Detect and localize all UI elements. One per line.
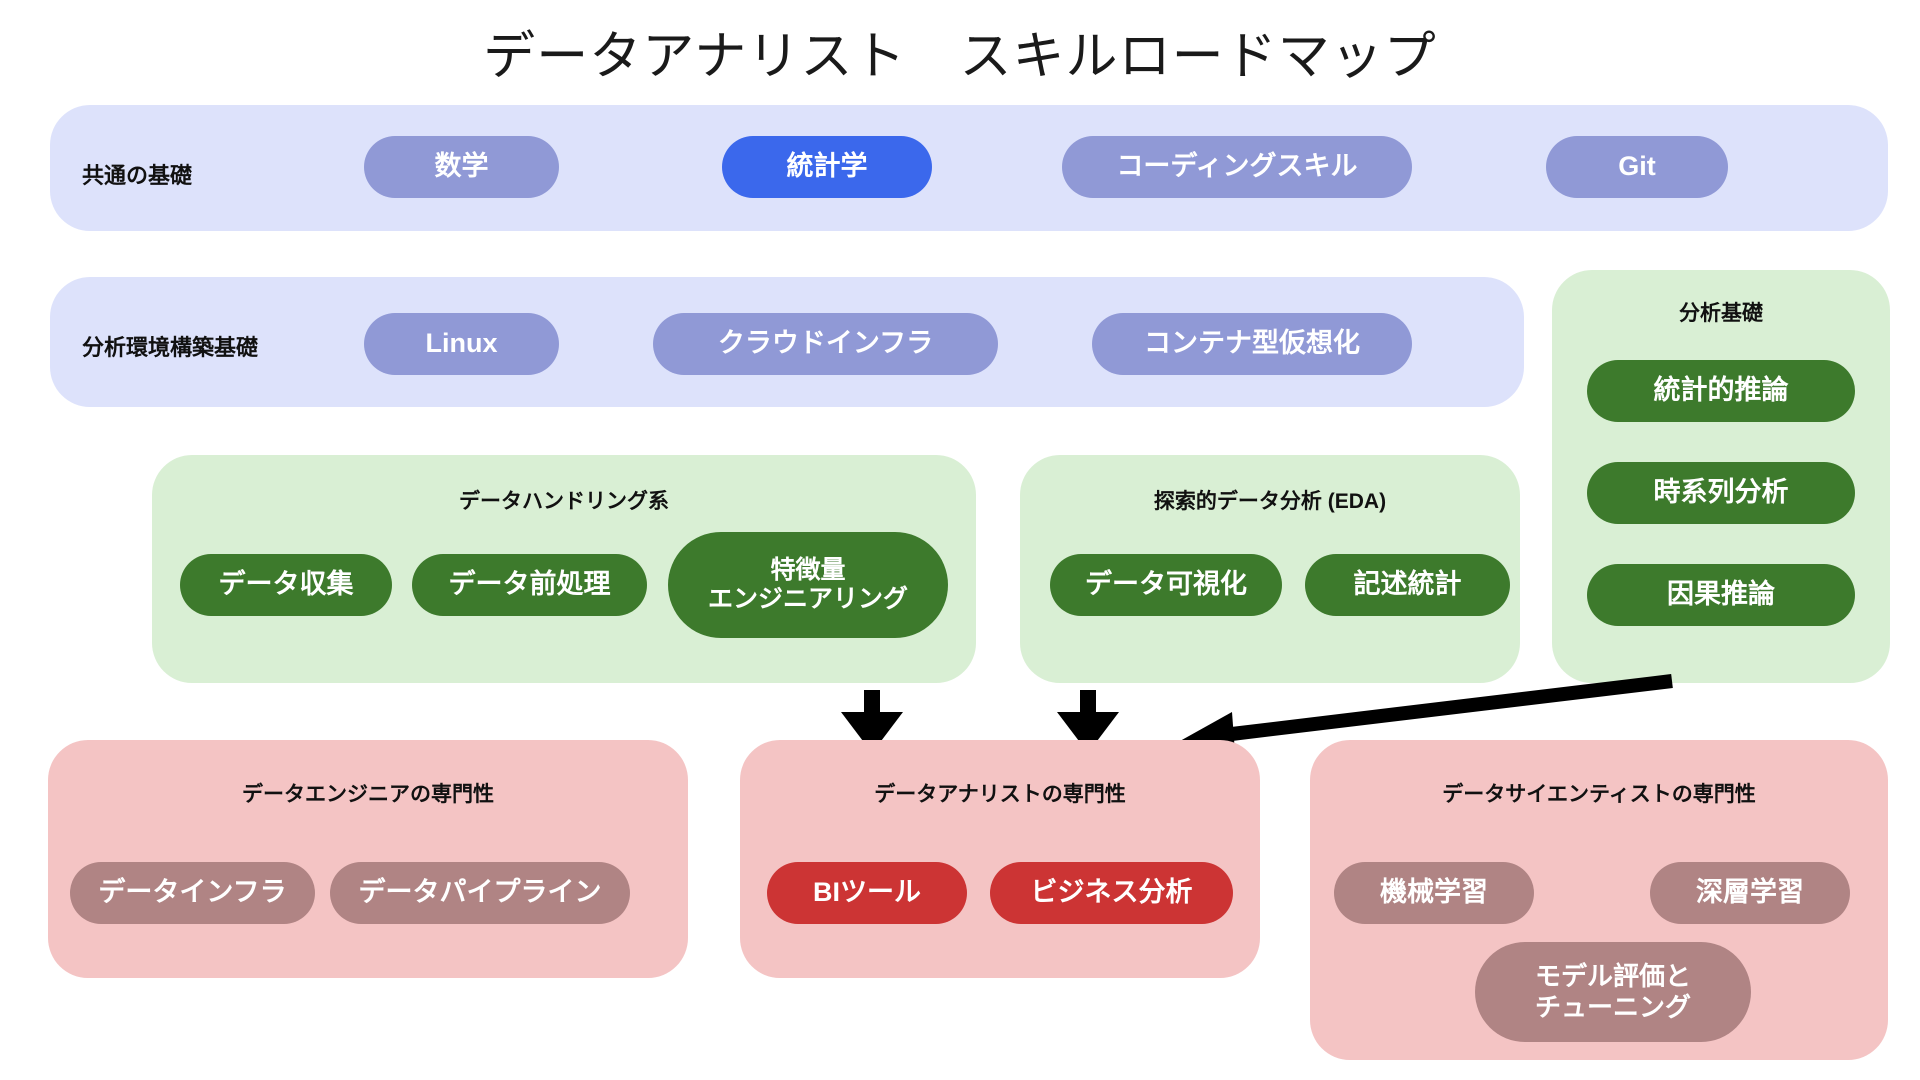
pill-business-analysis[interactable]: ビジネス分析: [990, 862, 1233, 924]
group-data-analyst-title: データアナリストの専門性: [874, 783, 1126, 806]
pill-data-pipeline[interactable]: データパイプライン: [330, 862, 630, 924]
group-analysis-basics: 分析基礎 統計的推論 時系列分析 因果推論: [1552, 270, 1890, 683]
pill-data-collection[interactable]: データ収集: [180, 554, 392, 616]
page-title: データアナリスト スキルロードマップ: [483, 28, 1437, 86]
group-data-handling: データハンドリング系 データ収集 データ前処理 特徴量 エンジニアリング: [152, 455, 976, 683]
pill-deep-learning[interactable]: 深層学習: [1650, 862, 1850, 924]
pill-container-virtualization[interactable]: コンテナ型仮想化: [1092, 313, 1412, 375]
pill-descriptive-statistics[interactable]: 記述統計: [1305, 554, 1510, 616]
pill-coding-skill[interactable]: コーディングスキル: [1062, 136, 1412, 198]
band-common-foundation-label: 共通の基礎: [82, 163, 193, 188]
band-environment-foundation-label: 分析環境構築基礎: [82, 335, 259, 360]
group-data-scientist-title: データサイエンティストの専門性: [1442, 783, 1756, 806]
group-analysis-basics-title: 分析基礎: [1679, 302, 1763, 325]
pill-machine-learning[interactable]: 機械学習: [1334, 862, 1534, 924]
pill-data-visualization[interactable]: データ可視化: [1050, 554, 1282, 616]
pill-data-infrastructure[interactable]: データインフラ: [70, 862, 315, 924]
group-data-handling-title: データハンドリング系: [459, 490, 669, 513]
pill-time-series-analysis[interactable]: 時系列分析: [1587, 462, 1855, 524]
group-data-engineer-title: データエンジニアの専門性: [242, 783, 494, 806]
pill-data-preprocessing[interactable]: データ前処理: [412, 554, 647, 616]
pill-causal-inference[interactable]: 因果推論: [1587, 564, 1855, 626]
group-data-engineer: データエンジニアの専門性 データインフラ データパイプライン: [48, 740, 688, 978]
group-eda-title: 探索的データ分析 (EDA): [1153, 490, 1387, 513]
pill-model-evaluation-tuning[interactable]: モデル評価と チューニング: [1475, 942, 1751, 1042]
pill-feature-engineering[interactable]: 特徴量 エンジニアリング: [668, 532, 948, 638]
pill-bi-tool[interactable]: BIツール: [767, 862, 967, 924]
pill-math[interactable]: 数学: [364, 136, 559, 198]
group-data-analyst: データアナリストの専門性 BIツール ビジネス分析: [740, 740, 1260, 978]
pill-linux[interactable]: Linux: [364, 313, 559, 375]
pill-statistics[interactable]: 統計学: [722, 136, 932, 198]
group-data-scientist: データサイエンティストの専門性 機械学習 深層学習 モデル評価と チューニング: [1310, 740, 1888, 1060]
pill-cloud-infra[interactable]: クラウドインフラ: [653, 313, 998, 375]
pill-git[interactable]: Git: [1546, 136, 1728, 198]
group-eda: 探索的データ分析 (EDA) データ可視化 記述統計: [1020, 455, 1520, 683]
pill-statistical-inference[interactable]: 統計的推論: [1587, 360, 1855, 422]
